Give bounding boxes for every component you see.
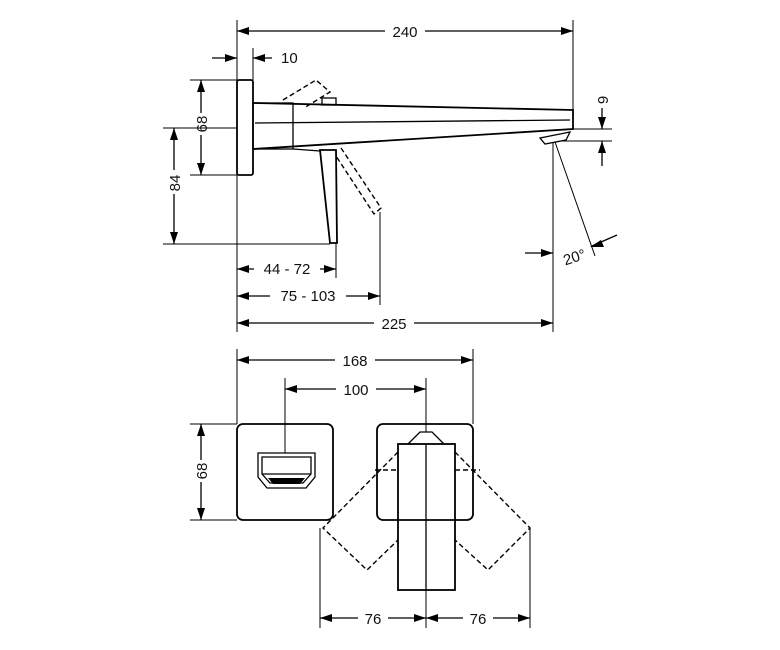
front-aerator-grid: [268, 478, 305, 484]
dim-label-68-side: 68: [194, 116, 211, 133]
side-spout: [252, 102, 574, 150]
front-lever-rotated-left: [322, 451, 399, 571]
dim-label-76-left: 76: [365, 611, 382, 628]
dim-20-deg: 20°: [525, 141, 618, 332]
dim-84: 84: [163, 127, 330, 245]
dim-label-76-right: 76: [470, 611, 487, 628]
dim-label-100: 100: [343, 382, 368, 399]
dim-68-side: 68: [190, 79, 237, 176]
side-lever: [318, 149, 338, 244]
dim-75-103: 75 - 103: [237, 212, 381, 305]
dim-label-225: 225: [381, 316, 406, 333]
front-lever-rotated-right: [454, 451, 531, 571]
front-outlet: [257, 452, 316, 489]
side-cartridge-dashed: [282, 79, 332, 109]
side-body-bottom: [292, 148, 321, 152]
side-wall-plate: [236, 79, 254, 176]
side-aerator: [538, 131, 572, 145]
dim-168: 168: [236, 349, 474, 424]
dim-9: 9: [560, 96, 612, 166]
dim-label-44-72: 44 - 72: [264, 261, 311, 278]
side-view: [236, 79, 574, 244]
dim-label-168: 168: [342, 353, 367, 370]
dim-label-84: 84: [167, 175, 184, 192]
dim-68-front: 68: [190, 423, 237, 521]
dim-label-10: 10: [281, 50, 298, 67]
dim-76-76: 76 76: [319, 528, 531, 628]
dim-label-240: 240: [392, 24, 417, 41]
front-right-plate: [376, 423, 474, 521]
side-lever-raised: [335, 147, 382, 216]
side-spout-midline: [254, 119, 571, 124]
side-body: [252, 102, 294, 150]
dim-10: 10: [212, 48, 298, 103]
dim-label-68-front: 68: [194, 463, 211, 480]
front-lever-top: [407, 431, 445, 445]
dim-225: 225: [237, 314, 553, 333]
dim-44-72: 44 - 72: [236, 175, 337, 332]
dim-label-75-103: 75 - 103: [280, 288, 335, 305]
side-cartridge-cap: [321, 97, 337, 106]
front-view: [236, 423, 531, 591]
dim-100: 100: [284, 378, 427, 453]
dim-240: 240: [236, 20, 574, 110]
dim-label-9: 9: [595, 96, 612, 104]
dim-label-20: 20°: [561, 246, 588, 269]
